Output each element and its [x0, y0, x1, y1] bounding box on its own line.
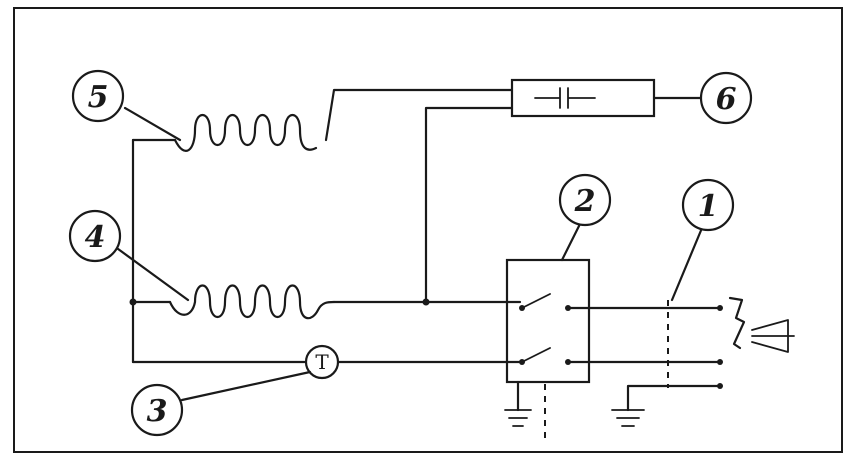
- diagram-frame: [13, 7, 843, 453]
- callout-4: 4: [68, 209, 122, 263]
- callout-5: 5: [71, 69, 125, 123]
- terminal-ground: [717, 383, 723, 389]
- module6-feed-wire: [424, 106, 514, 304]
- callout-1: 1: [681, 178, 735, 232]
- junction-middle: [422, 298, 430, 306]
- callout-3: 3: [130, 383, 184, 437]
- terminal-top: [717, 305, 723, 311]
- thermostat-label: T: [315, 350, 329, 374]
- terminal-bottom: [717, 359, 723, 365]
- relay-switch-top: [521, 293, 551, 309]
- capacitor-symbol: [534, 87, 596, 109]
- leader-1: [670, 226, 704, 302]
- right-ground-symbol: [611, 409, 645, 427]
- callout-5-label: 5: [88, 80, 109, 115]
- callout-3-label: 3: [147, 394, 168, 429]
- right-ground-wire: [626, 384, 722, 412]
- coil-5: [173, 113, 318, 152]
- relay-2-box: [505, 258, 591, 384]
- callout-1-label: 1: [698, 189, 719, 224]
- leader-2: [560, 222, 582, 262]
- leader-4: [112, 244, 190, 302]
- spark-electrode: [728, 296, 746, 350]
- callout-6-label: 6: [716, 82, 737, 117]
- leader-5: [123, 106, 182, 142]
- plug-symbol: [751, 319, 795, 353]
- relay-contact-dot: [519, 305, 525, 311]
- callout-6: 6: [699, 71, 753, 125]
- coil-4: [168, 284, 336, 320]
- callout-2-label: 2: [574, 184, 596, 219]
- relay-switch-bottom: [521, 347, 551, 363]
- callout-2: 2: [558, 173, 612, 227]
- callout-4-label: 4: [85, 220, 106, 255]
- leader-3: [180, 370, 312, 402]
- coil5-contact-lead: [324, 88, 514, 142]
- relay-contact-dot: [519, 359, 525, 365]
- relay-ground-symbol: [504, 409, 532, 427]
